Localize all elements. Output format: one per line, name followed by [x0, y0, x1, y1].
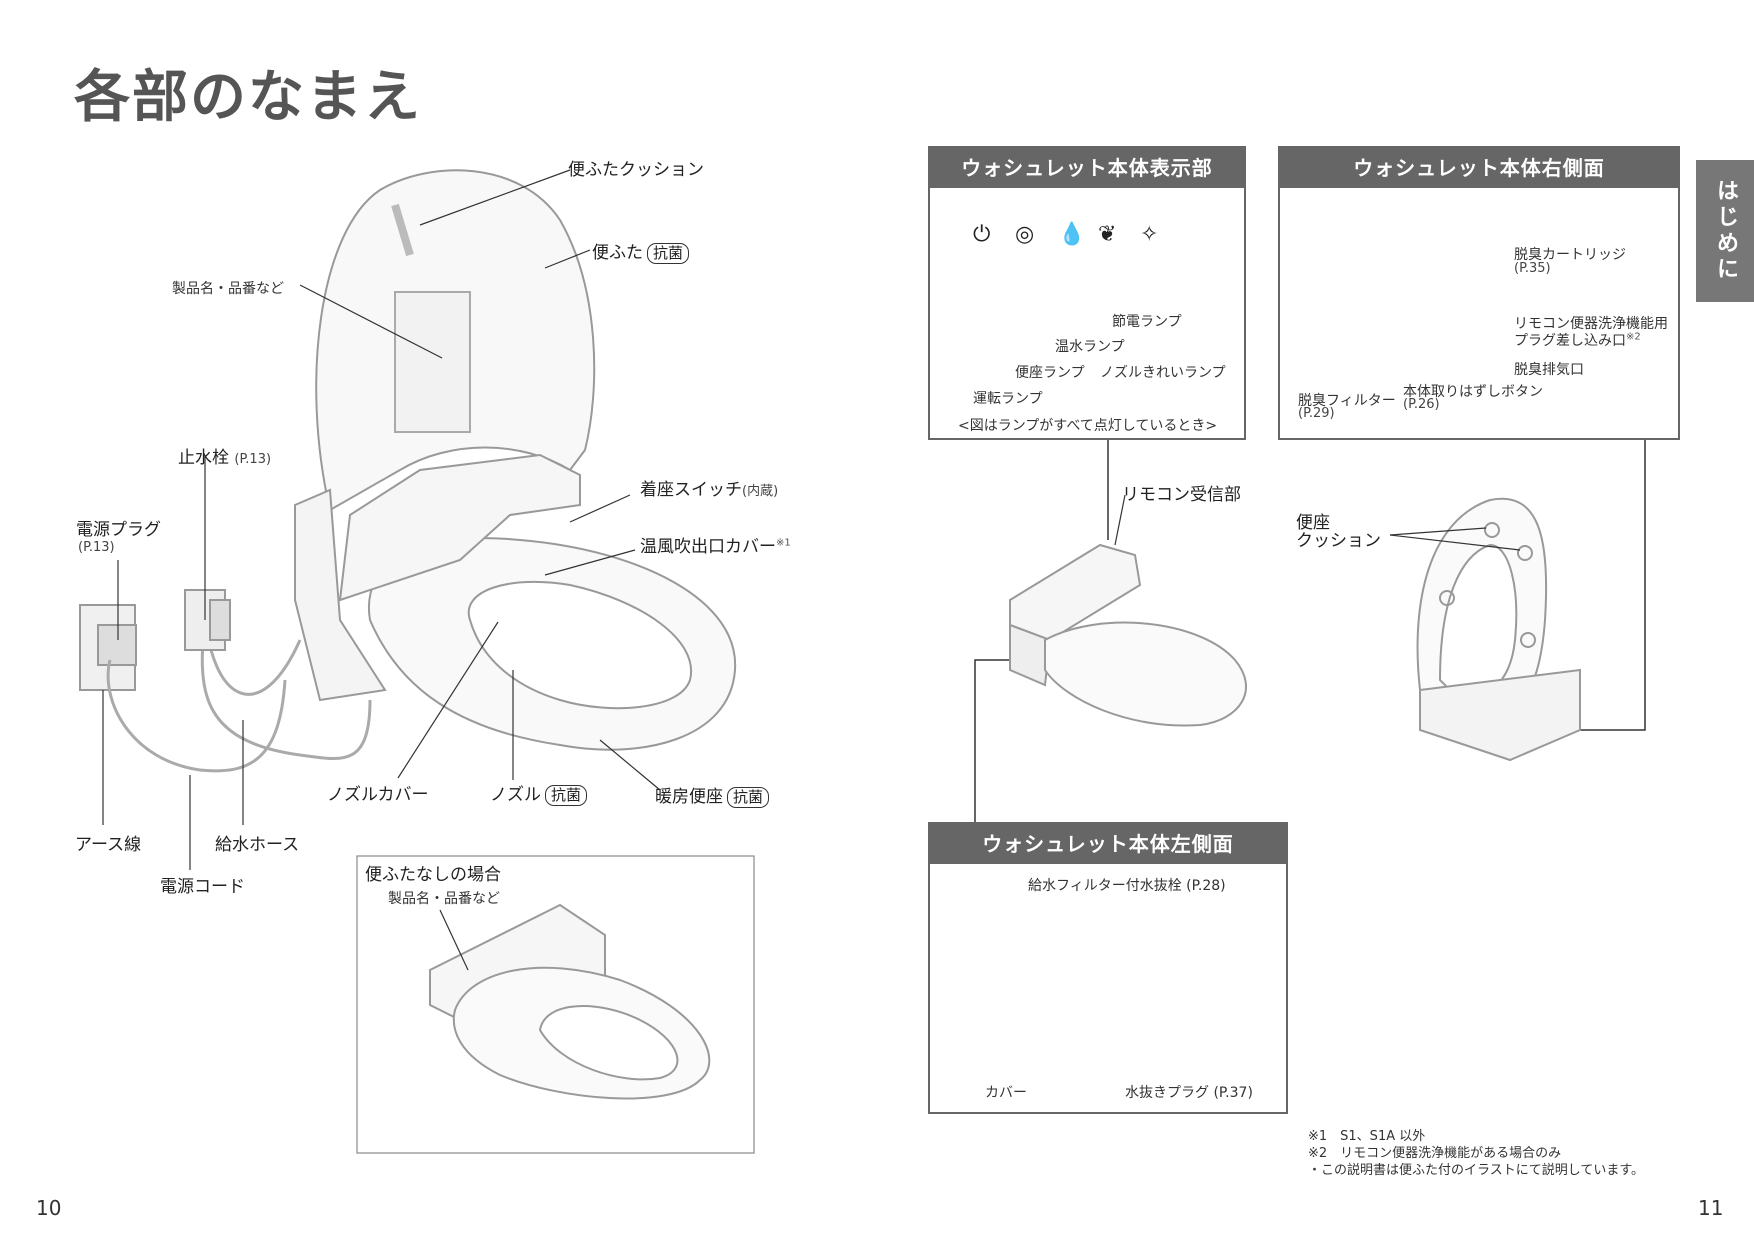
display-box-title: ウォシュレット本体表示部: [930, 148, 1244, 188]
label-seat-switch-note: (内蔵): [742, 484, 779, 499]
label-drain-plug: 水抜きプラグ (P.37): [1125, 1085, 1253, 1101]
label-heated-seat-text: 暖房便座: [655, 787, 723, 807]
label-stop-valve-text: 止水栓: [178, 448, 229, 468]
label-eco-lamp: 節電ランプ: [1112, 314, 1182, 330]
label-seat-cushion-1: 便座: [1296, 513, 1330, 533]
antibacterial-badge: 抗菌: [545, 785, 588, 806]
label-filter: 脱臭フィルター: [1298, 393, 1396, 409]
no-lid-box-frame: [356, 855, 755, 1154]
label-cartridge-ref: (P.35): [1514, 261, 1551, 276]
label-seat-switch-text: 着座スイッチ: [640, 480, 742, 500]
label-filter-ref: (P.29): [1298, 406, 1335, 421]
label-remove-button: 本体取りはずしボタン: [1403, 384, 1543, 400]
section-tab: はじめに: [1696, 160, 1754, 302]
label-lid-cushion: 便ふたクッション: [568, 160, 704, 180]
label-exhaust: 脱臭排気口: [1514, 362, 1584, 378]
no-lid-box-title: 便ふたなしの場合: [365, 865, 501, 885]
antibacterial-badge: 抗菌: [647, 243, 690, 264]
label-plug: 電源プラグ: [76, 520, 161, 540]
footnote-2: ※2 リモコン便器洗浄機能がある場合のみ: [1308, 1146, 1562, 1161]
label-remote-plug: リモコン便器洗浄機能用: [1514, 316, 1668, 332]
label-lid: 便ふた抗菌: [592, 238, 690, 264]
power-icon: ⏻: [973, 222, 991, 247]
label-warm-air-cover: 温風吹出口カバー※1: [640, 532, 791, 557]
seat-icon: ◎: [1015, 222, 1035, 247]
label-product-name: 製品名・品番など: [172, 281, 284, 297]
label-seat-cushion-2: クッション: [1296, 531, 1381, 551]
label-seat-switch: 着座スイッチ(内蔵): [640, 475, 778, 500]
label-nozzle-cover: ノズルカバー: [327, 785, 429, 805]
label-remove-button-ref: (P.26): [1403, 397, 1440, 412]
water-temp-icon: 💧: [1058, 222, 1086, 247]
label-plug-ref: (P.13): [78, 540, 115, 555]
label-cartridge: 脱臭カートリッジ: [1514, 247, 1626, 263]
nozzle-clean-icon: ✧: [1140, 222, 1159, 247]
label-remote-plug-2-text: プラグ差し込み口: [1514, 333, 1626, 349]
page-number-left: 10: [36, 1196, 62, 1220]
no-lid-product-name: 製品名・品番など: [388, 891, 500, 907]
footnote-1: ※1 S1、S1A 以外: [1308, 1129, 1426, 1144]
label-stop-valve-ref: (P.13): [234, 452, 272, 467]
label-warm-air-cover-text: 温風吹出口カバー: [640, 537, 776, 557]
footnotes: ※1 S1、S1A 以外 ※2 リモコン便器洗浄機能がある場合のみ ・この説明書…: [1308, 1128, 1644, 1179]
label-seat-lamp: 便座ランプ: [1015, 365, 1085, 381]
label-lid-text: 便ふた: [592, 243, 643, 263]
label-power-lamp: 運転ランプ: [973, 391, 1043, 407]
label-cover: カバー: [985, 1085, 1027, 1101]
page-number-right: 11: [1698, 1196, 1724, 1220]
label-stop-valve: 止水栓 (P.13): [178, 443, 271, 468]
label-water-hose: 給水ホース: [215, 835, 300, 855]
footnote-3: ・この説明書は便ふた付のイラストにて説明しています。: [1308, 1163, 1645, 1178]
page-title: 各部のなまえ: [74, 65, 422, 130]
display-box: ウォシュレット本体表示部: [928, 146, 1246, 440]
eco-leaf-icon: ❦: [1098, 222, 1117, 247]
label-power-cord: 電源コード: [160, 877, 245, 897]
right-side-box: ウォシュレット本体右側面: [1278, 146, 1680, 440]
left-side-box-title: ウォシュレット本体左側面: [930, 824, 1286, 864]
lid-label-plate: [394, 291, 471, 433]
footnote-mark-2: ※2: [1626, 331, 1641, 343]
label-water-lamp: 温水ランプ: [1055, 339, 1125, 355]
right-side-box-title: ウォシュレット本体右側面: [1280, 148, 1678, 188]
label-filter-plug: 給水フィルター付水抜栓 (P.28): [1028, 878, 1226, 894]
toilet-body-drawing: [294, 488, 387, 702]
label-remote-receiver: リモコン受信部: [1122, 485, 1241, 505]
label-nozzle-text: ノズル: [490, 785, 541, 805]
display-caption: <図はランプがすべて点灯しているとき>: [958, 418, 1218, 434]
label-nozzle-lamp: ノズルきれいランプ: [1100, 365, 1226, 381]
left-side-box: ウォシュレット本体左側面: [928, 822, 1288, 1114]
antibacterial-badge: 抗菌: [727, 787, 770, 808]
label-heated-seat: 暖房便座抗菌: [655, 782, 770, 808]
label-earth: アース線: [75, 835, 142, 855]
label-nozzle: ノズル抗菌: [490, 780, 588, 806]
footnote-mark-1: ※1: [776, 537, 791, 549]
label-remote-plug-2: プラグ差し込み口※2: [1514, 330, 1641, 350]
